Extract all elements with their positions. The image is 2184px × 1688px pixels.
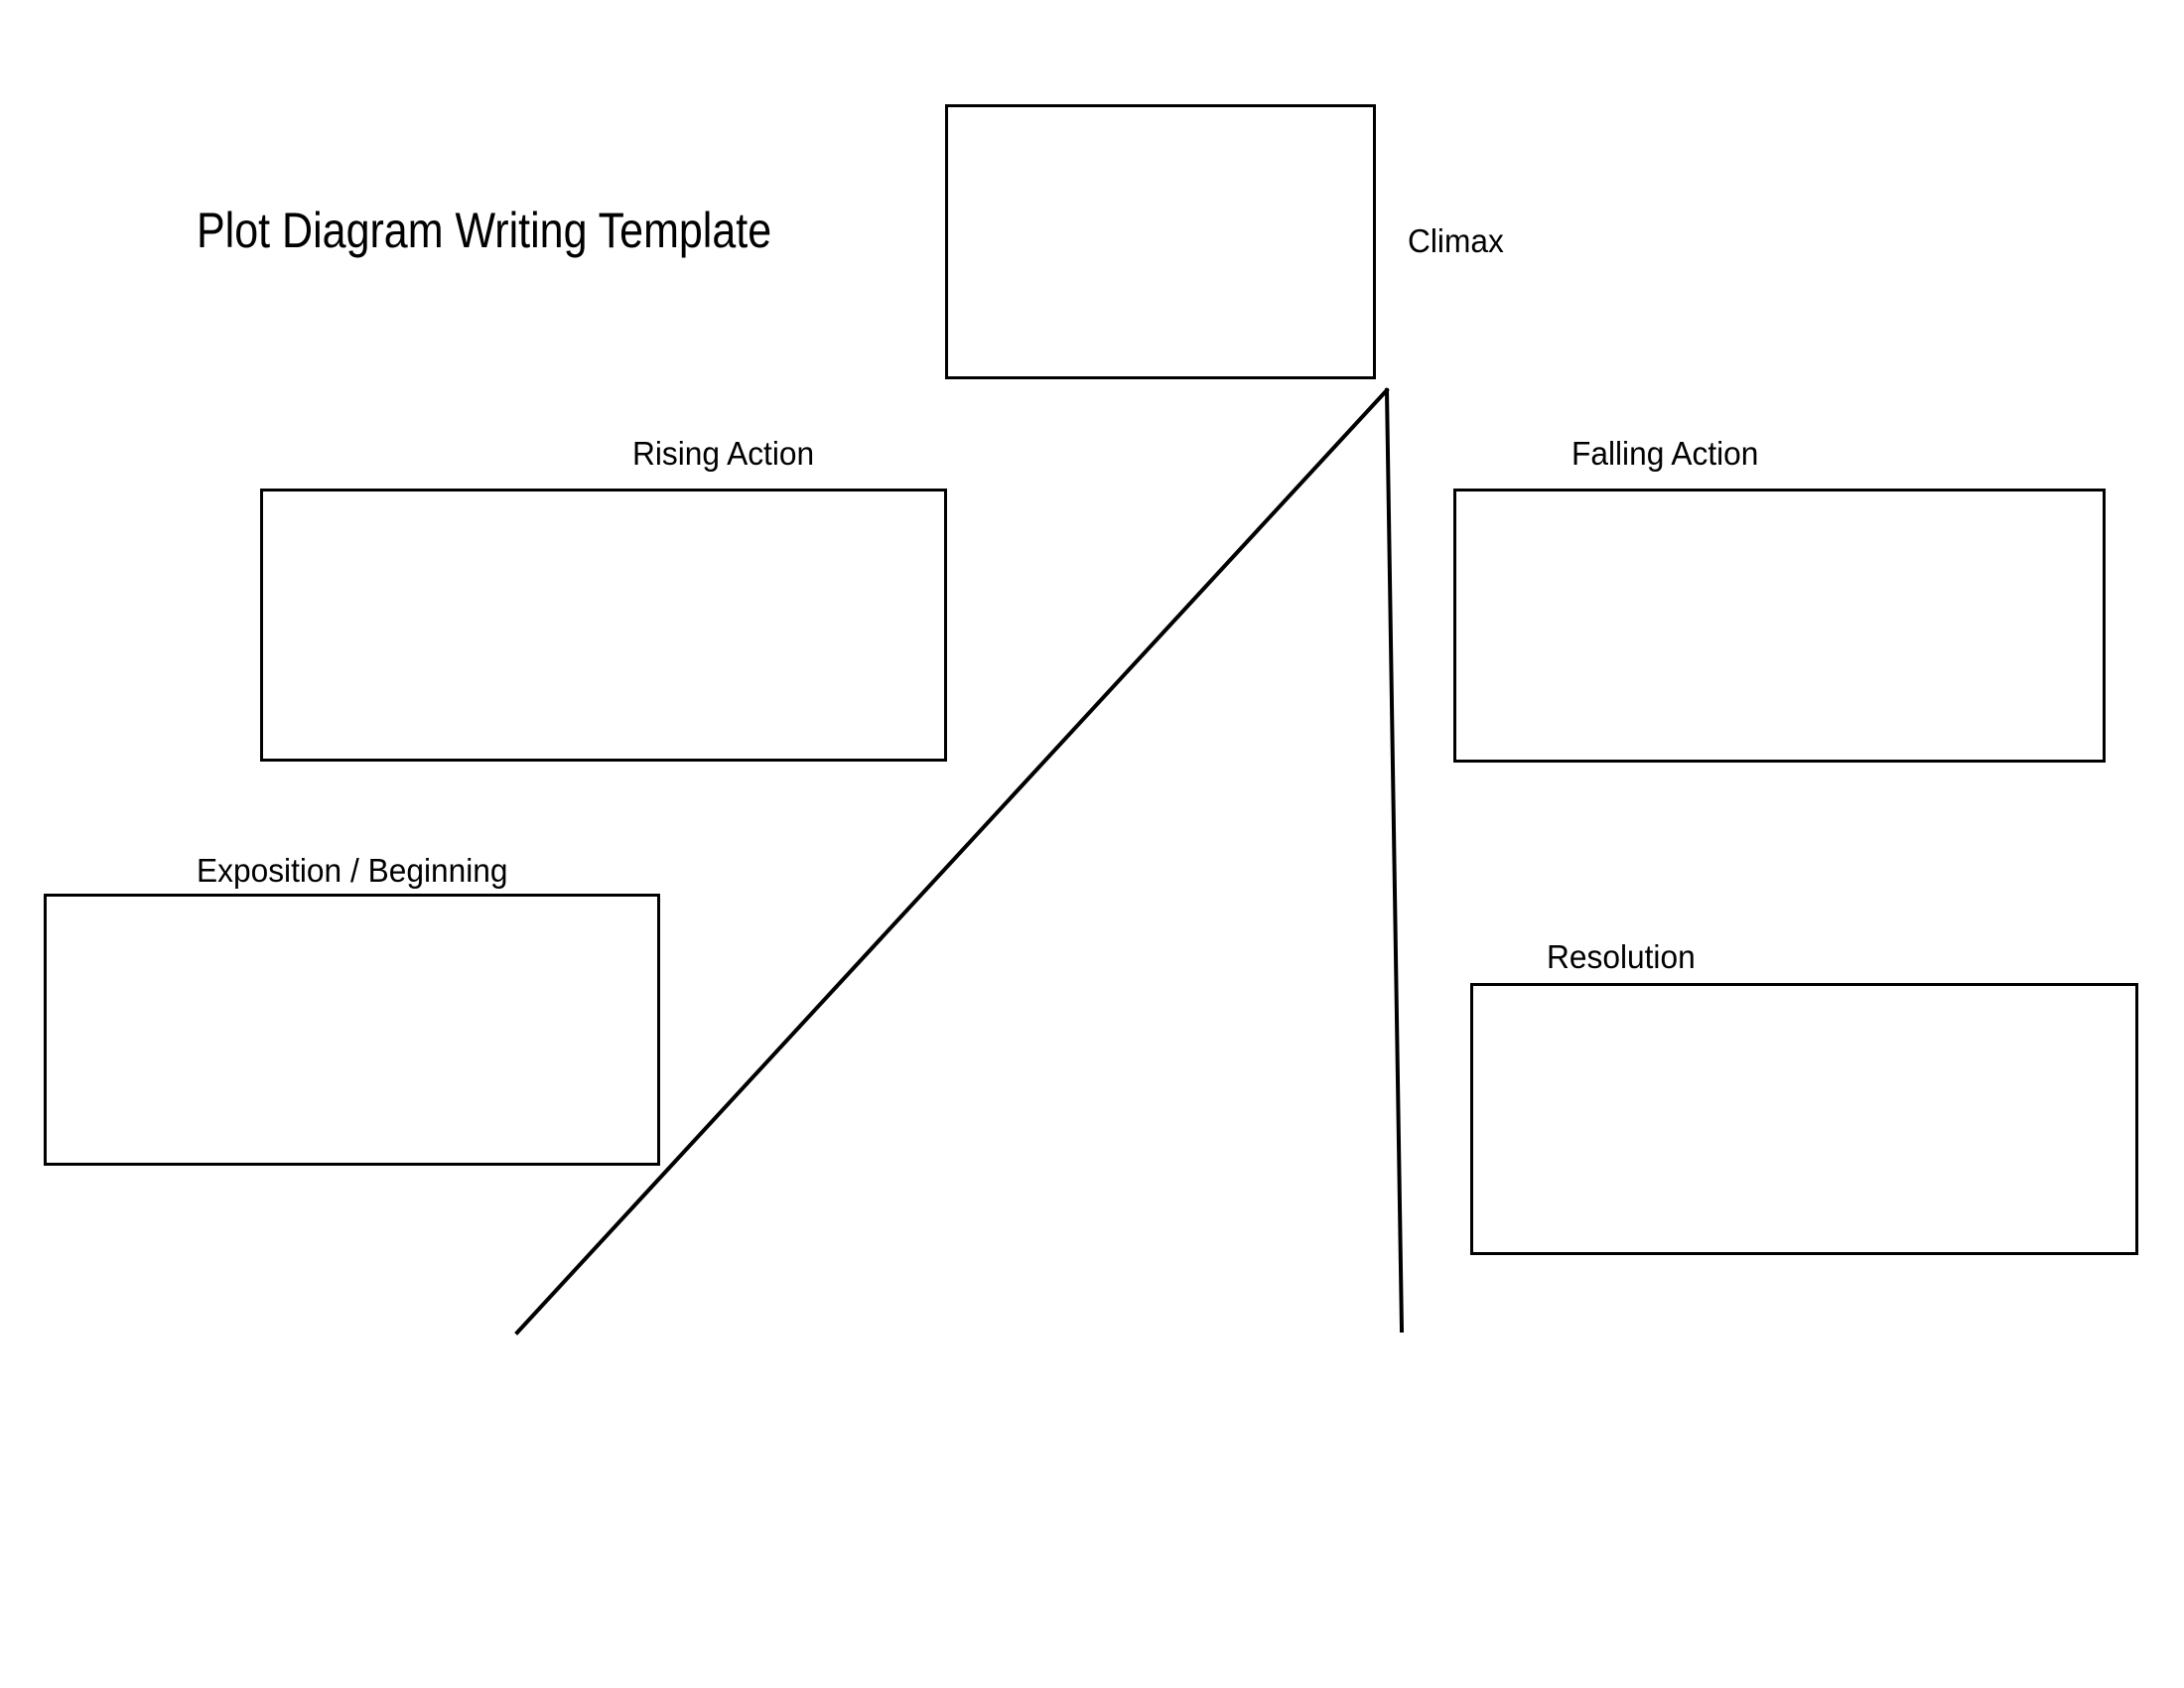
falling-action-textbox[interactable] bbox=[1453, 489, 2106, 763]
resolution-textbox[interactable] bbox=[1470, 983, 2138, 1255]
falling-action-label: Falling Action bbox=[1571, 435, 1759, 472]
climax-label: Climax bbox=[1408, 222, 1504, 259]
page-title: Plot Diagram Writing Template bbox=[197, 203, 772, 258]
rising-action-textbox[interactable] bbox=[260, 489, 947, 762]
exposition-textbox[interactable] bbox=[44, 894, 660, 1166]
climax-textbox[interactable] bbox=[945, 104, 1376, 379]
resolution-label: Resolution bbox=[1547, 938, 1696, 975]
rising-action-label: Rising Action bbox=[632, 435, 815, 472]
falling-action-line bbox=[1384, 387, 1405, 1334]
exposition-label: Exposition / Beginning bbox=[197, 852, 508, 889]
